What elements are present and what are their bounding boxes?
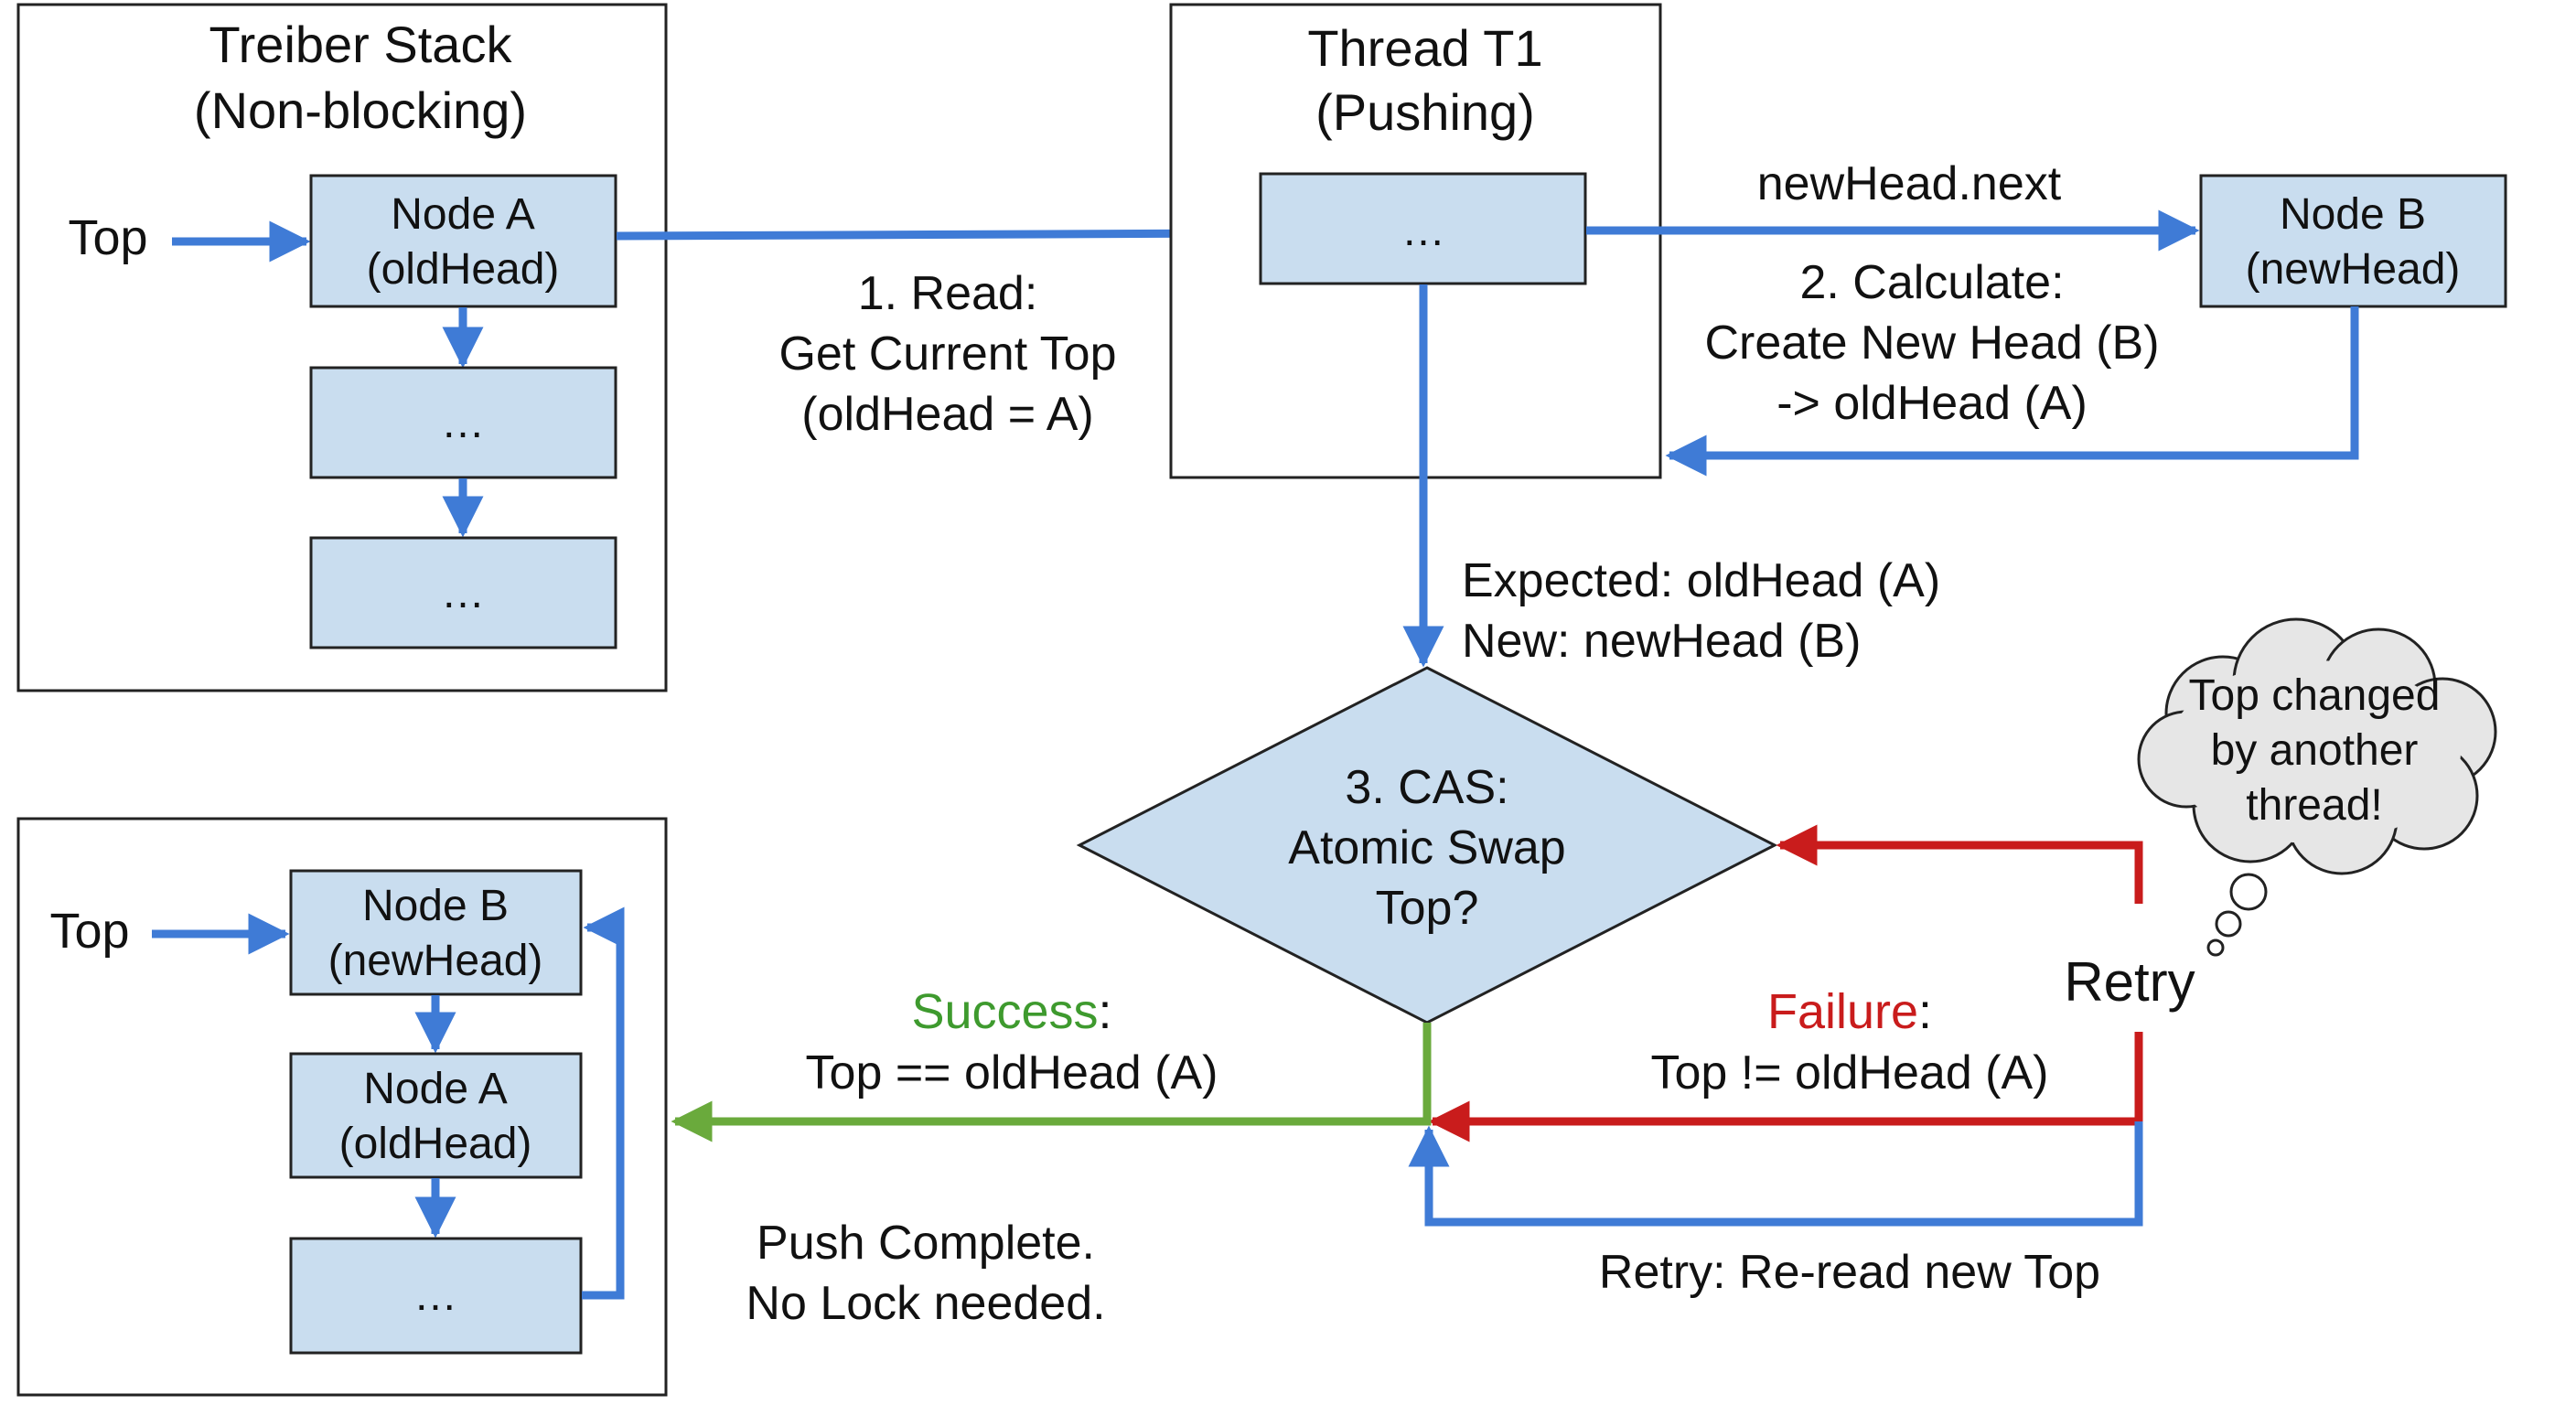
cas-new-label: New: newHead (B) xyxy=(1462,615,1861,668)
cas-desc: Atomic Swap xyxy=(1288,821,1565,874)
result-node-a-box xyxy=(289,1052,583,1179)
treiber-stack-subtitle: (Non-blocking) xyxy=(194,81,527,139)
result-node-b-box xyxy=(289,869,583,996)
result-top-label: Top xyxy=(49,904,129,959)
step1-label: 1. Read: xyxy=(858,267,1038,320)
result-node-b-label: Node B xyxy=(362,882,509,930)
result-stack-node-box xyxy=(289,1237,583,1355)
cloud-line2: by another xyxy=(2211,726,2419,775)
step2-label: 2. Calculate: xyxy=(1799,256,2064,309)
thread-title: Thread T1 xyxy=(1307,19,1542,77)
thread-subtitle: (Pushing) xyxy=(1315,83,1535,141)
step1-desc: Get Current Top xyxy=(778,327,1116,381)
node-a-box xyxy=(309,174,617,308)
success-condition: Top == oldHead (A) xyxy=(806,1046,1218,1099)
calculate-arrow xyxy=(1665,306,2359,477)
retry-arrow xyxy=(1776,824,2143,904)
failure-label: Failure: xyxy=(1767,984,1932,1039)
cas-step-label: 3. CAS: xyxy=(1345,761,1508,814)
stack-node-ellipsis: … xyxy=(441,569,485,617)
result-node-a-label: Node A xyxy=(363,1065,507,1113)
retry-reread-label: Retry: Re-read new Top xyxy=(1599,1246,2100,1299)
thread-local-box xyxy=(1259,172,1587,285)
failure-condition: Top != oldHead (A) xyxy=(1650,1046,2048,1099)
next-label: newHead.next xyxy=(1757,157,2062,210)
reread-arrow xyxy=(1408,1121,2143,1227)
step2-value: -> oldHead (A) xyxy=(1776,377,2088,430)
result-node-a-sublabel: (oldHead) xyxy=(339,1120,532,1168)
thread-local-ellipsis: … xyxy=(1401,207,1445,255)
cloud-line3: thread! xyxy=(2246,781,2382,830)
treiber-stack-title: Treiber Stack xyxy=(209,16,513,73)
stack-node-box xyxy=(309,536,617,649)
success-label: Success: xyxy=(911,984,1111,1039)
result-link-back-arrow xyxy=(582,906,625,1300)
node-a-label: Node A xyxy=(391,190,534,239)
retry-label: Retry xyxy=(2064,951,2195,1013)
result-stack-node-ellipsis: … xyxy=(413,1271,457,1320)
success-arrow xyxy=(671,1023,1432,1142)
cas-expected-label: Expected: oldHead (A) xyxy=(1462,554,1940,607)
push-complete-line1: Push Complete. xyxy=(757,1217,1095,1270)
node-b-box xyxy=(2199,174,2507,308)
thought-cloud xyxy=(2137,617,2497,957)
node-b-sublabel: (newHead) xyxy=(2246,245,2461,294)
node-b-label: Node B xyxy=(2280,190,2426,239)
step1-value: (oldHead = A) xyxy=(801,388,1093,441)
push-complete-line2: No Lock needed. xyxy=(746,1277,1105,1330)
cas-question: Top? xyxy=(1376,882,1479,935)
stack-node-ellipsis: … xyxy=(441,399,485,447)
stack-node-box xyxy=(309,366,617,479)
node-a-sublabel: (oldHead) xyxy=(367,245,560,294)
read-arrow xyxy=(616,212,1258,254)
cloud-line1: Top changed xyxy=(2189,671,2441,720)
top-label: Top xyxy=(68,210,147,265)
step2-desc: Create New Head (B) xyxy=(1704,316,2159,370)
result-node-b-sublabel: (newHead) xyxy=(328,937,543,985)
